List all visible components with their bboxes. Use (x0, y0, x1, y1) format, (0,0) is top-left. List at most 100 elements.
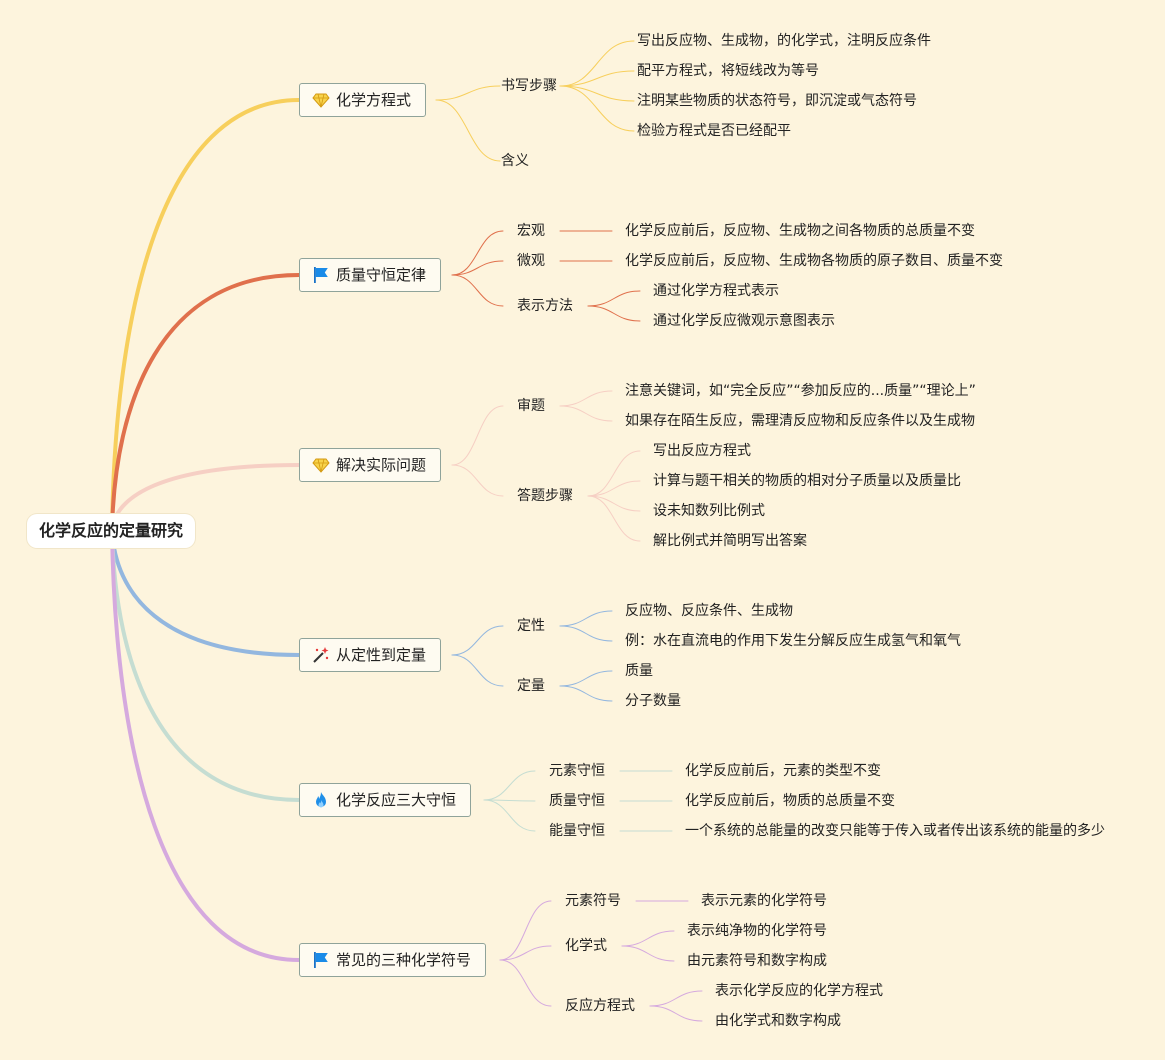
leaf-label: 通过化学反应微观示意图表示 (653, 313, 835, 329)
main-branch-line (110, 528, 301, 657)
subtopic-representation[interactable]: 表示方法 (517, 296, 573, 316)
leaf-item[interactable]: 通过化学方程式表示 (653, 281, 779, 301)
leaf-item[interactable]: 解比例式并简明写出答案 (653, 531, 807, 551)
connector-line (451, 274, 504, 307)
leaf-item[interactable]: 质量 (625, 661, 653, 681)
leaf-item[interactable]: 化学反应前后，物质的总质量不变 (685, 791, 895, 811)
connector-line (587, 305, 641, 322)
connector-line (451, 464, 504, 497)
connector-line (649, 990, 703, 1007)
subtopic-reaction-equation[interactable]: 反应方程式 (565, 996, 635, 1016)
subtopic-quantitative[interactable]: 定量 (517, 676, 545, 696)
connector-line (451, 405, 504, 466)
topic-label: 质量守恒定律 (336, 266, 427, 284)
subtopic-element-symbol[interactable]: 元素符号 (565, 891, 621, 911)
subtopic-label: 书写步骤 (501, 78, 557, 94)
leaf-item[interactable]: 注意关键词，如“完全反应”“参加反应的...质量”“理论上” (625, 381, 976, 401)
leaf-label: 注明某些物质的状态符号，即沉淀或气态符号 (637, 93, 917, 109)
subtopic-label: 反应方程式 (565, 998, 635, 1014)
fire-icon (316, 792, 326, 808)
topic-practical-problems[interactable]: 解决实际问题 (299, 448, 442, 482)
subtopic-micro[interactable]: 微观 (517, 251, 545, 271)
leaf-item[interactable]: 计算与题干相关的物质的相对分子质量以及质量比 (653, 471, 961, 491)
subtopic-meaning[interactable]: 含义 (501, 151, 529, 171)
connector-line (587, 480, 641, 497)
leaf-item[interactable]: 设未知数列比例式 (653, 501, 765, 521)
topic-three-conservations[interactable]: 化学反应三大守恒 (299, 783, 472, 817)
leaf-item[interactable]: 表示化学反应的化学方程式 (715, 981, 883, 1001)
topic-mass-conservation[interactable]: 质量守恒定律 (299, 258, 442, 292)
subtopic-label: 微观 (517, 253, 545, 269)
subtopic-label: 质量守恒 (549, 793, 605, 809)
leaf-label: 配平方程式，将短线改为等号 (637, 63, 819, 79)
leaf-item[interactable]: 写出反应物、生成物，的化学式，注明反应条件 (637, 31, 931, 51)
subtopic-energy-conservation[interactable]: 能量守恒 (549, 821, 605, 841)
leaf-item[interactable]: 化学反应前后，元素的类型不变 (685, 761, 881, 781)
subtopic-label: 定量 (517, 678, 545, 694)
leaf-label: 写出反应物、生成物，的化学式，注明反应条件 (637, 33, 931, 49)
topic-label: 解决实际问题 (336, 456, 427, 474)
topic-label: 常见的三种化学符号 (336, 951, 472, 969)
leaf-label: 反应物、反应条件、生成物 (625, 603, 793, 619)
subtopic-label: 能量守恒 (549, 823, 605, 839)
leaf-label: 设未知数列比例式 (653, 503, 765, 519)
subtopic-read-question[interactable]: 审题 (517, 396, 545, 416)
leaf-item[interactable]: 例：水在直流电的作用下发生分解反应生成氢气和氧气 (625, 631, 961, 651)
subtopic-label: 元素符号 (565, 893, 621, 909)
connector-line (451, 260, 504, 276)
leaf-item[interactable]: 一个系统的总能量的改变只能等于传入或者传出该系统的能量的多少 (685, 821, 1105, 841)
root-topic[interactable]: 化学反应的定量研究 (27, 514, 196, 548)
leaf-label: 由化学式和数字构成 (715, 1013, 841, 1029)
leaf-label: 化学反应前后，物质的总质量不变 (685, 793, 895, 809)
subtopic-chemical-formula[interactable]: 化学式 (565, 936, 607, 956)
connector-line (559, 670, 613, 687)
subtopic-mass-conservation[interactable]: 质量守恒 (549, 791, 605, 811)
leaf-label: 注意关键词，如“完全反应”“参加反应的...质量”“理论上” (625, 383, 976, 399)
leaf-item[interactable]: 注明某些物质的状态符号，即沉淀或气态符号 (637, 91, 917, 111)
connector-line (587, 450, 641, 497)
main-branch-line (110, 273, 301, 532)
topic-qualitative-to-quantitative[interactable]: 从定性到定量 (299, 638, 442, 672)
topic-label: 化学方程式 (336, 91, 412, 109)
connector-line (483, 770, 536, 801)
main-branch-line (110, 528, 301, 802)
connector-line (483, 799, 536, 802)
connector-line (435, 99, 501, 162)
connector-line (587, 495, 641, 542)
leaf-item[interactable]: 表示纯净物的化学符号 (687, 921, 827, 941)
connector-line (559, 625, 613, 642)
leaf-item[interactable]: 化学反应前后，反应物、生成物各物质的原子数目、质量不变 (625, 251, 1003, 271)
subtopic-qualitative[interactable]: 定性 (517, 616, 545, 636)
leaf-item[interactable]: 由化学式和数字构成 (715, 1011, 841, 1031)
connector-line (451, 654, 504, 687)
leaf-item[interactable]: 反应物、反应条件、生成物 (625, 601, 793, 621)
leaf-item[interactable]: 通过化学反应微观示意图表示 (653, 311, 835, 331)
connector-line (621, 930, 675, 947)
leaf-item[interactable]: 化学反应前后，反应物、生成物之间各物质的总质量不变 (625, 221, 975, 241)
magic-wand-icon (313, 647, 329, 663)
leaf-label: 一个系统的总能量的改变只能等于传入或者传出该系统的能量的多少 (685, 823, 1105, 839)
leaf-item[interactable]: 检验方程式是否已经配平 (637, 121, 791, 141)
leaf-label: 质量 (625, 663, 653, 679)
connector-line (451, 625, 504, 656)
flag-icon (314, 267, 328, 283)
leaf-item[interactable]: 写出反应方程式 (653, 441, 751, 461)
connector-line (499, 900, 552, 961)
leaf-item[interactable]: 如果存在陌生反应，需理清反应物和反应条件以及生成物 (625, 411, 975, 431)
main-branch-line (110, 98, 301, 532)
topic-chemical-equation[interactable]: 化学方程式 (299, 83, 427, 117)
leaf-item[interactable]: 由元素符号和数字构成 (687, 951, 827, 971)
topic-three-chemical-symbols[interactable]: 常见的三种化学符号 (299, 943, 487, 977)
subtopic-writing-steps[interactable]: 书写步骤 (501, 76, 557, 96)
leaf-item[interactable]: 分子数量 (625, 691, 681, 711)
subtopic-element-conservation[interactable]: 元素守恒 (549, 761, 605, 781)
connector-line (451, 230, 504, 276)
leaf-label: 由元素符号和数字构成 (687, 953, 827, 969)
subtopic-macro[interactable]: 宏观 (517, 221, 545, 241)
leaf-label: 表示纯净物的化学符号 (687, 923, 827, 939)
subtopic-answer-steps[interactable]: 答题步骤 (517, 486, 573, 506)
subtopic-label: 元素守恒 (549, 763, 605, 779)
subtopic-label: 含义 (501, 153, 529, 169)
leaf-item[interactable]: 表示元素的化学符号 (701, 891, 827, 911)
leaf-item[interactable]: 配平方程式，将短线改为等号 (637, 61, 819, 81)
